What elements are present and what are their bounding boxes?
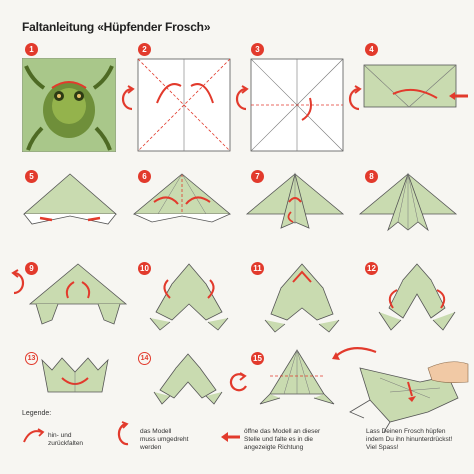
page-title: Faltanleitung «Hüpfender Frosch» bbox=[22, 20, 211, 34]
final-frog-with-finger bbox=[332, 347, 469, 433]
step-3-diagram bbox=[250, 58, 344, 152]
step-2-diagram bbox=[137, 58, 231, 152]
step-15-diagram bbox=[259, 349, 335, 405]
step-number: 4 bbox=[365, 43, 378, 56]
step-7-diagram bbox=[245, 172, 345, 229]
legend-fold-back-text: hin- und zurückfalten bbox=[48, 432, 84, 447]
step-4-diagram bbox=[363, 64, 468, 108]
step-number: 5 bbox=[25, 170, 38, 183]
step-number: 10 bbox=[138, 262, 151, 275]
step-number: 13 bbox=[25, 352, 38, 365]
legend-heading: Legende: bbox=[22, 410, 52, 417]
step-number: 12 bbox=[365, 262, 378, 275]
step-number: 3 bbox=[251, 43, 264, 56]
step-number: 8 bbox=[365, 170, 378, 183]
flip-arrow-icon bbox=[121, 85, 135, 111]
legend-open-fold-text: öffne das Modell an dieser Stelle und fa… bbox=[244, 428, 321, 451]
step-6-diagram bbox=[132, 173, 232, 223]
step-8-diagram bbox=[358, 172, 458, 232]
step-14-diagram bbox=[153, 353, 223, 405]
step-12-diagram bbox=[378, 263, 456, 331]
legend-hop-text: Lass Deinen Frosch hüpfen indem Du ihn h… bbox=[366, 428, 453, 451]
legend-flip-text: das Modell muss umgedreht werden bbox=[140, 428, 189, 451]
step-13-diagram bbox=[41, 357, 109, 393]
flip-arrow-icon bbox=[235, 85, 249, 111]
flip-arrow-icon bbox=[117, 421, 129, 446]
step-number: 7 bbox=[251, 170, 264, 183]
step-number: 15 bbox=[251, 352, 264, 365]
step-1-frog-photo bbox=[22, 58, 116, 152]
step-10-diagram bbox=[149, 263, 229, 331]
flip-arrow-icon bbox=[229, 372, 247, 392]
step-number: 6 bbox=[138, 170, 151, 183]
fold-back-arrow-icon bbox=[23, 428, 45, 443]
step-number: 14 bbox=[138, 352, 151, 365]
step-5-diagram bbox=[22, 173, 118, 225]
step-9-diagram bbox=[28, 263, 128, 325]
step-number: 2 bbox=[138, 43, 151, 56]
push-arrow-icon bbox=[221, 432, 240, 442]
step-number: 9 bbox=[25, 262, 38, 275]
step-number: 1 bbox=[25, 43, 38, 56]
step-11-diagram bbox=[264, 263, 340, 333]
flip-arrow-icon bbox=[11, 269, 25, 295]
flip-arrow-icon bbox=[348, 85, 362, 111]
step-number: 11 bbox=[251, 262, 264, 275]
